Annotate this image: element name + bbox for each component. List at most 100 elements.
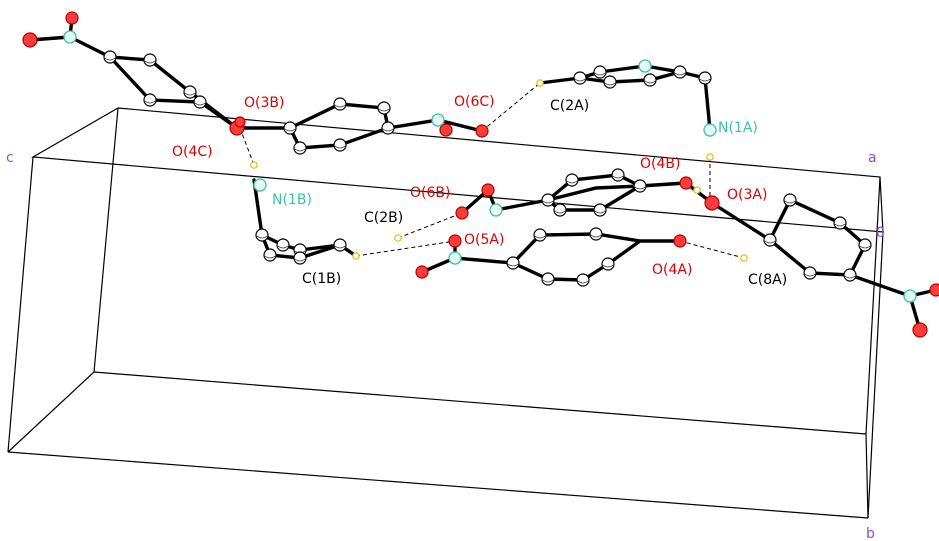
label-c2a: C(2A)	[550, 98, 589, 114]
atom-carbon	[565, 173, 579, 187]
atom-carbon	[506, 256, 520, 270]
covalent-bonds	[28, 16, 938, 332]
atom-hydrogen	[693, 186, 701, 194]
atom-oxygen	[22, 32, 38, 48]
atom-carbon	[593, 203, 607, 217]
atom-oxygen	[65, 11, 79, 25]
atom-carbon-shade	[644, 80, 656, 84]
cell-edge-front-right	[867, 231, 884, 519]
atom-o4c	[234, 116, 246, 128]
atom-carbon	[611, 168, 625, 182]
atom-o4a	[673, 234, 687, 248]
atom-carbon	[593, 65, 607, 79]
atom-carbon	[803, 266, 817, 280]
atom-carbon	[143, 53, 157, 67]
atom-carbon	[833, 216, 847, 230]
atom-labels: O(3B) O(4C) N(1B) O(6C) C(2A) N(1A) O(4B…	[172, 94, 787, 288]
cell-edge-back-right	[865, 176, 881, 435]
atom-carbon-shade	[534, 235, 546, 239]
atom-carbon-shade	[294, 258, 306, 262]
atom-nitrogen	[638, 59, 652, 73]
atom-n1b	[253, 178, 267, 192]
label-o6b: O(6B)	[410, 185, 450, 201]
atom-carbon	[263, 248, 277, 262]
atom-carbon-shade	[542, 200, 554, 204]
atom-hydrogen	[250, 161, 258, 169]
atom-carbon-shade	[784, 200, 796, 204]
hbond-c1b-o5a	[355, 240, 456, 257]
atom-carbon	[193, 95, 207, 109]
atom-carbon-shade	[566, 180, 578, 184]
atom-hydrogen	[740, 254, 748, 262]
hbond-o4a-c8a	[679, 240, 745, 259]
atom-nitrogen	[489, 203, 503, 217]
atom-carbon-shade	[612, 175, 624, 179]
cell-edge-back-vertical	[93, 107, 119, 373]
atom-hydrogen	[352, 252, 360, 260]
atom-carbon	[276, 238, 290, 252]
unit-cell	[7, 107, 884, 519]
atom-oxygen	[455, 206, 469, 220]
hbond-c2b-o6b	[397, 212, 463, 239]
atom-carbon-shade	[804, 273, 816, 277]
atom-carbon-shade	[144, 60, 156, 64]
atom-carbon	[293, 141, 307, 155]
label-o3a: O(3A)	[727, 187, 767, 203]
atom-carbon	[333, 97, 347, 111]
atom-carbon-shade	[594, 72, 606, 76]
atom-hydrogen	[706, 153, 714, 161]
atom-carbon-shade	[334, 145, 346, 149]
cell-edge-back-bottom	[93, 371, 867, 435]
atom-nitrogen	[63, 30, 77, 44]
cell-edge-bottom-left	[7, 371, 95, 453]
atom-carbon	[183, 85, 197, 99]
atom-carbon	[576, 273, 590, 287]
label-c2b: C(2B)	[364, 210, 403, 226]
atom-carbon	[333, 138, 347, 152]
atom-carbon-shade	[334, 104, 346, 108]
cell-edge-front-left	[7, 156, 34, 453]
atom-nitrogen	[903, 289, 917, 303]
atom-carbon-shade	[602, 264, 614, 268]
atom-carbon-shade	[264, 255, 276, 259]
atom-carbon-shade	[604, 82, 616, 86]
atom-o6b	[481, 183, 495, 197]
atom-carbon-shade	[594, 210, 606, 214]
atom-carbon-shade	[542, 279, 554, 283]
cell-edge-bottom-right	[865, 433, 869, 519]
atom-carbon	[573, 71, 587, 85]
atom-carbon-shade	[834, 223, 846, 227]
atom-carbon-shade	[144, 100, 156, 104]
atom-o4b	[679, 176, 693, 190]
hbond-o6c-c2a	[481, 82, 541, 132]
atom-carbon	[763, 233, 777, 247]
atom-carbon	[103, 50, 117, 64]
atom-carbon	[255, 228, 269, 242]
atom-carbon-shade	[256, 235, 268, 239]
atom-carbon	[541, 193, 555, 207]
label-o5a: O(5A)	[464, 232, 504, 248]
atom-carbon	[589, 227, 603, 241]
axis-label-c: c	[6, 150, 14, 166]
atom-carbon-shade	[104, 57, 116, 61]
atom-carbon-shade	[590, 234, 602, 238]
atom-carbon	[283, 121, 297, 135]
label-o4c: O(4C)	[172, 144, 213, 160]
atom-oxygen	[929, 283, 939, 297]
atom-carbon	[843, 268, 857, 282]
atom-carbon	[381, 121, 395, 135]
label-o4a: O(4A)	[652, 262, 692, 278]
atom-carbon	[143, 93, 157, 107]
atoms	[22, 11, 939, 338]
atom-carbon	[333, 238, 347, 252]
atom-carbon	[603, 75, 617, 89]
atom-carbon-shade	[284, 128, 296, 132]
atom-carbon-shade	[294, 148, 306, 152]
atom-o5a	[448, 234, 462, 248]
atom-carbon	[533, 228, 547, 242]
atom-o6c	[475, 124, 489, 138]
atom-carbon-shade	[674, 72, 686, 76]
atom-carbon	[673, 65, 687, 79]
atom-carbon	[553, 203, 567, 217]
